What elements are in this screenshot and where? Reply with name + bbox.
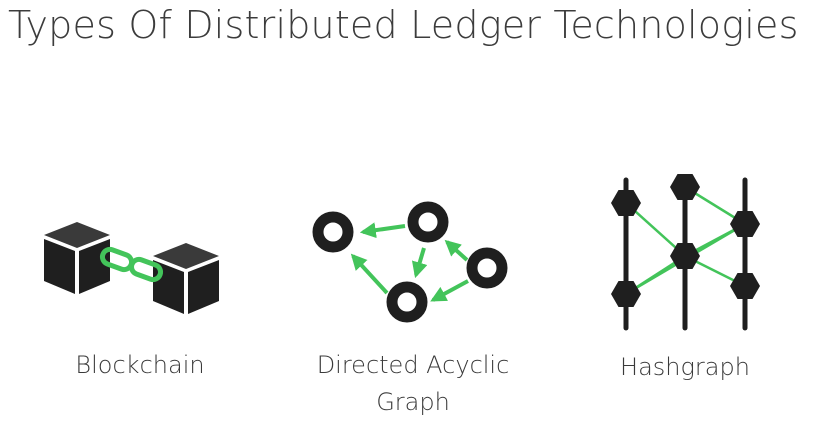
cube-icon <box>153 243 219 314</box>
hashgraph-label: Hashgraph <box>620 353 750 381</box>
dag-label-line1: Directed Acyclic <box>316 351 510 379</box>
hashgraph-panel: Hashgraph <box>555 150 815 425</box>
chain-link-icon <box>99 246 164 283</box>
dag-illustration <box>312 201 508 323</box>
dag-label-line2: Graph <box>376 388 450 416</box>
hexagon-node-icon <box>611 174 760 307</box>
page-title: Types Of Distributed Ledger Technologies <box>8 3 799 47</box>
hashgraph-illustration <box>611 174 760 331</box>
blockchain-label: Blockchain <box>75 351 205 379</box>
dag-panel: Directed Acyclic Graph <box>283 150 543 425</box>
arrow-icon <box>350 222 469 302</box>
ring-node-icon <box>312 201 508 323</box>
blockchain-illustration <box>44 222 219 314</box>
blockchain-panel: Blockchain <box>10 150 270 425</box>
